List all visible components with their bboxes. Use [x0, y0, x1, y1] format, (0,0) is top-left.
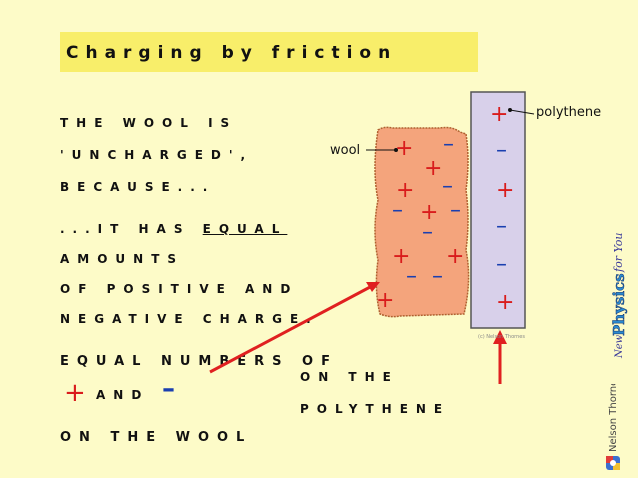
- poly-minus-2: –: [496, 214, 507, 239]
- wool-plus-2: +: [424, 156, 443, 181]
- text-line-4: ...it has equal: [60, 222, 287, 236]
- text-line-8: Equal numbers of: [60, 354, 338, 369]
- text-polythene: polythene: [300, 402, 451, 416]
- plus-symbol-legend: +: [64, 378, 86, 408]
- wool-minus-4: –: [450, 198, 461, 223]
- copyright-text: (c) Nelson Thornes: [478, 334, 525, 340]
- wool-minus-6: –: [406, 264, 417, 289]
- text-on-the: On the: [300, 370, 399, 384]
- svg-text:New: New: [614, 334, 625, 359]
- wool-plus-1: +: [395, 136, 414, 161]
- svg-text:Nelson Thornes: Nelson Thornes: [608, 384, 619, 452]
- wool-minus-1: –: [443, 132, 454, 157]
- wool-plus-3: +: [396, 178, 415, 203]
- wool-label: wool: [330, 143, 361, 158]
- series-logo: New Physics for You: [604, 226, 630, 360]
- wool-minus-5: –: [422, 220, 433, 245]
- text-on-the-wool: On the wool: [60, 430, 253, 445]
- poly-plus-1: +: [490, 102, 509, 127]
- title-banner: Charging by friction: [60, 32, 478, 72]
- wool-minus-2: –: [442, 174, 453, 199]
- wool-plus-7: +: [376, 288, 395, 313]
- text-line-4-prefix: ...it has: [60, 222, 203, 236]
- text-line-6: of positive and: [60, 282, 299, 296]
- poly-plus-2: +: [496, 178, 515, 203]
- arrow-to-polythene-head: [493, 330, 507, 344]
- wool-minus-3: –: [392, 198, 403, 223]
- text-line-5: amounts: [60, 252, 185, 266]
- text-line-1: The wool is: [60, 116, 238, 130]
- poly-minus-1: –: [496, 138, 507, 163]
- text-line-4-equal: equal: [202, 222, 288, 236]
- publisher-badge-icon: [606, 456, 620, 470]
- slide-title: Charging by friction: [66, 43, 398, 63]
- text-line-3: because...: [60, 180, 216, 194]
- minus-symbol-legend: –: [162, 374, 175, 404]
- polythene-leader-dot: [508, 108, 512, 112]
- svg-text:for You: for You: [612, 233, 625, 273]
- wool-plus-4: +: [420, 200, 439, 225]
- wool-minus-7: –: [432, 264, 443, 289]
- svg-text:Physics: Physics: [610, 273, 628, 336]
- poly-minus-3: –: [496, 252, 507, 277]
- polythene-leader-line: [509, 109, 535, 115]
- text-line-7: negative charge.: [60, 312, 319, 326]
- polythene-label: polythene: [536, 105, 602, 120]
- text-and: and: [96, 388, 150, 402]
- poly-plus-3: +: [496, 290, 515, 315]
- publisher-logo: Nelson Thornes: [594, 375, 630, 474]
- wool-plus-5: +: [392, 244, 411, 269]
- wool-plus-6: +: [446, 244, 465, 269]
- text-line-2: 'uncharged',: [60, 148, 254, 162]
